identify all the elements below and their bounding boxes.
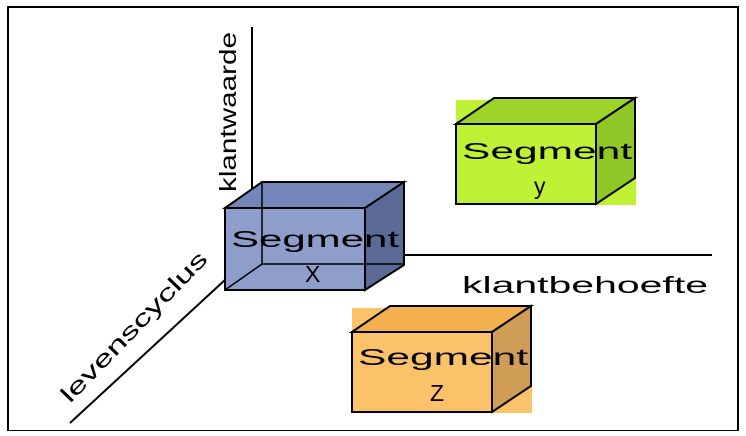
segment-y-label-line1: Segment xyxy=(462,138,633,164)
segment-z-label-line2: Z xyxy=(430,380,444,406)
depth-axis xyxy=(69,254,253,424)
segment-x-label-line2: X xyxy=(305,261,320,287)
segment-z-front xyxy=(351,331,493,413)
segment-z-cube: Segment Z xyxy=(348,304,535,414)
segment-z-label-line1: Segment xyxy=(358,344,529,370)
segment-x-cube: Segment X xyxy=(221,180,408,292)
segment-x-side xyxy=(364,180,405,292)
segment-x-hidden-edge xyxy=(224,263,263,291)
vertical-axis-label: klantwaarde xyxy=(215,32,241,192)
segment-z-side xyxy=(491,304,532,414)
segment-y-side xyxy=(595,96,636,206)
segment-y-cube: Segment y xyxy=(452,96,639,206)
segment-y-front xyxy=(455,123,597,205)
segment-y-label-line2: y xyxy=(534,173,546,199)
segment-x-label-line1: Segment xyxy=(231,226,400,252)
horizontal-axis-label: klantbehoefte xyxy=(462,272,708,298)
